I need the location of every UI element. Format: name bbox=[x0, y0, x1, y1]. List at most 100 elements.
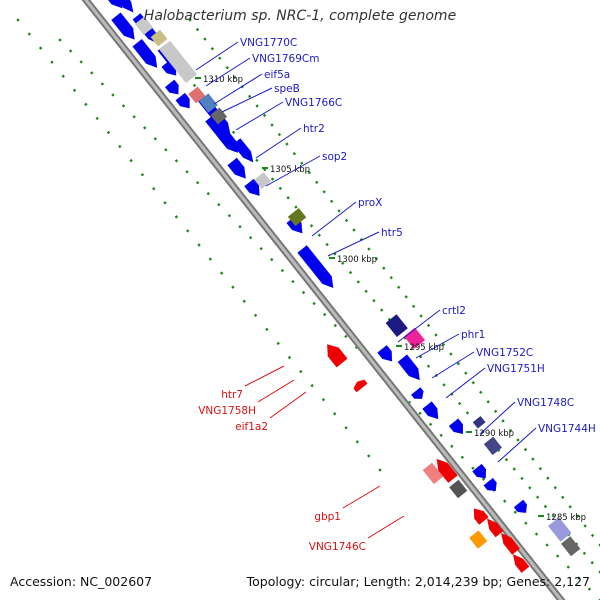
gene-label-forward: sop2 bbox=[322, 151, 347, 163]
reverse-gene bbox=[473, 508, 489, 525]
gc-dot bbox=[411, 304, 416, 309]
gc-dot bbox=[341, 261, 345, 265]
label-leader bbox=[269, 391, 307, 419]
gc-dot bbox=[486, 400, 490, 404]
gc-dot bbox=[164, 148, 168, 152]
gc-dot bbox=[508, 428, 513, 433]
forward-gene bbox=[513, 499, 527, 513]
gc-dot bbox=[344, 334, 348, 339]
gc-dot bbox=[561, 495, 565, 499]
gc-dot bbox=[218, 56, 222, 60]
gc-dot bbox=[185, 170, 189, 174]
gc-dot bbox=[598, 598, 600, 600]
accession-text: Accession: NC_002607 bbox=[10, 574, 153, 589]
label-leader bbox=[479, 401, 516, 435]
gc-dot bbox=[72, 88, 77, 93]
gc-dot bbox=[520, 476, 524, 481]
gc-dot bbox=[307, 171, 311, 175]
gc-dot bbox=[523, 447, 528, 452]
forward-gene bbox=[377, 345, 393, 362]
gc-dot bbox=[231, 285, 235, 289]
feature-box bbox=[134, 16, 154, 35]
gc-dot bbox=[344, 426, 348, 430]
forward-gene bbox=[111, 12, 135, 40]
label-leader bbox=[497, 427, 537, 463]
label-leader-lines bbox=[195, 41, 537, 539]
feature-box bbox=[422, 462, 444, 485]
label-leader bbox=[445, 367, 486, 399]
gc-dot bbox=[315, 180, 319, 184]
gene-label-forward: eif5a bbox=[264, 69, 290, 81]
gc-dot bbox=[329, 199, 334, 204]
gc-dot bbox=[460, 455, 465, 459]
gc-dot bbox=[503, 499, 507, 503]
gc-dot bbox=[516, 438, 520, 442]
reverse-gene bbox=[436, 458, 458, 483]
gc-dot bbox=[255, 158, 259, 163]
forward-gene bbox=[132, 39, 158, 68]
gc-dot bbox=[545, 543, 549, 547]
gc-dot bbox=[317, 233, 322, 237]
gene-label-reverse: htr7 bbox=[221, 389, 243, 401]
gc-dot bbox=[598, 543, 600, 547]
label-leader bbox=[213, 73, 263, 105]
gc-dot bbox=[450, 444, 454, 448]
label-leader bbox=[311, 201, 357, 237]
gc-dot bbox=[456, 361, 461, 366]
label-leader bbox=[367, 515, 405, 539]
tick-label: 1300 kbp bbox=[337, 255, 377, 265]
gene-labels: VNG1770CVNG1769Cmeif5aspeBVNG1766Chtr2so… bbox=[198, 37, 596, 553]
gc-dot bbox=[321, 397, 326, 402]
gene-label-forward: VNG1770C bbox=[240, 37, 297, 49]
gc-dot bbox=[195, 27, 200, 32]
label-leader bbox=[195, 41, 239, 71]
feature-box bbox=[150, 29, 168, 47]
gc-dot bbox=[227, 213, 232, 218]
forward-gene bbox=[297, 245, 334, 288]
gc-dot bbox=[286, 196, 290, 200]
gc-dot bbox=[471, 381, 475, 385]
gc-dot bbox=[153, 137, 157, 141]
gc-dot bbox=[225, 66, 229, 70]
gc-dot bbox=[50, 60, 54, 64]
gene-label-forward: VNG1752C bbox=[476, 347, 533, 359]
gc-dot bbox=[100, 82, 105, 86]
tick-label: 1290 kbp bbox=[474, 429, 514, 439]
gc-dot bbox=[439, 433, 443, 437]
gc-dot bbox=[504, 458, 509, 462]
gc-dot bbox=[140, 172, 145, 177]
gc-dot bbox=[587, 587, 592, 591]
gc-dot bbox=[152, 187, 156, 191]
feature-box bbox=[469, 530, 488, 549]
gc-dot bbox=[457, 401, 462, 406]
feature-box bbox=[561, 536, 581, 557]
gc-dot bbox=[534, 532, 539, 536]
label-leader bbox=[342, 485, 381, 509]
forward-gene bbox=[397, 354, 420, 381]
gc-dot bbox=[299, 369, 303, 374]
gc-dot bbox=[255, 104, 259, 108]
gc-dot bbox=[590, 560, 594, 565]
feature-box bbox=[254, 172, 272, 189]
feature-box bbox=[548, 517, 572, 542]
gc-dot bbox=[276, 341, 280, 346]
gc-dot bbox=[419, 314, 423, 318]
gc-dot bbox=[382, 266, 386, 270]
feature-box bbox=[449, 479, 468, 499]
label-leader bbox=[265, 155, 321, 187]
gc-dot bbox=[270, 257, 274, 262]
gc-dot bbox=[449, 352, 453, 356]
backbone-inner bbox=[84, 0, 563, 600]
gc-dot bbox=[300, 161, 304, 165]
feature-box bbox=[199, 93, 218, 113]
gc-dot bbox=[531, 457, 535, 461]
gene-label-forward: speB bbox=[274, 83, 300, 95]
gc-dot bbox=[192, 83, 197, 88]
gc-dot bbox=[374, 256, 379, 261]
gc-dot bbox=[479, 390, 483, 394]
gc-dot bbox=[90, 71, 94, 75]
gc-dot bbox=[197, 243, 201, 247]
gc-dot bbox=[590, 533, 595, 538]
gc-dot bbox=[143, 126, 147, 130]
